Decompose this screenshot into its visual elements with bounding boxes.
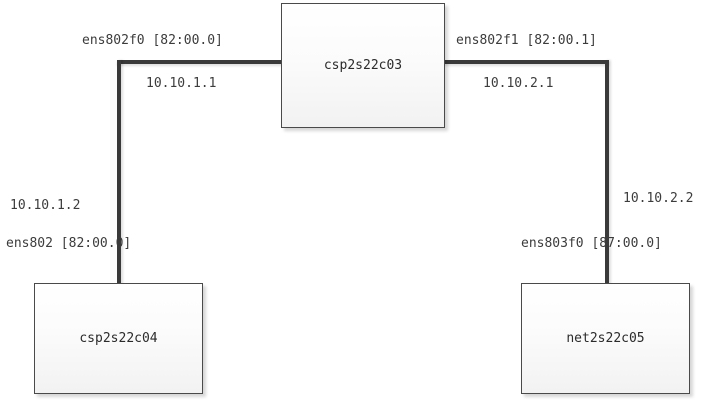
label-right-interface: ens803f0 [87:00.0] [521, 236, 662, 251]
link-csp2s22c03-csp2s22c04-vertical-segment [117, 60, 121, 285]
label-left-ip: 10.10.1.2 [10, 198, 81, 213]
node-csp2s22c03-label: csp2s22c03 [323, 58, 403, 73]
node-net2s22c05-label: net2s22c05 [566, 331, 645, 346]
label-top-right-ip: 10.10.2.1 [483, 76, 554, 91]
link-csp2s22c03-csp2s22c04-horizontal-segment [117, 60, 284, 64]
label-top-right-interface: ens802f1 [82:00.1] [456, 33, 597, 48]
link-csp2s22c03-net2s22c05-vertical-segment [605, 60, 609, 285]
label-top-left-ip: 10.10.1.1 [146, 76, 217, 91]
node-csp2s22c03[interactable]: csp2s22c03 [281, 3, 445, 128]
node-net2s22c05[interactable]: net2s22c05 [521, 283, 690, 394]
node-csp2s22c04-label: csp2s22c04 [79, 331, 158, 346]
label-top-left-interface: ens802f0 [82:00.0] [82, 33, 223, 48]
link-csp2s22c03-net2s22c05-horizontal-segment [442, 60, 609, 64]
label-left-interface: ens802 [82:00.0] [6, 236, 132, 251]
label-right-ip: 10.10.2.2 [623, 191, 694, 206]
node-csp2s22c04[interactable]: csp2s22c04 [34, 283, 203, 394]
